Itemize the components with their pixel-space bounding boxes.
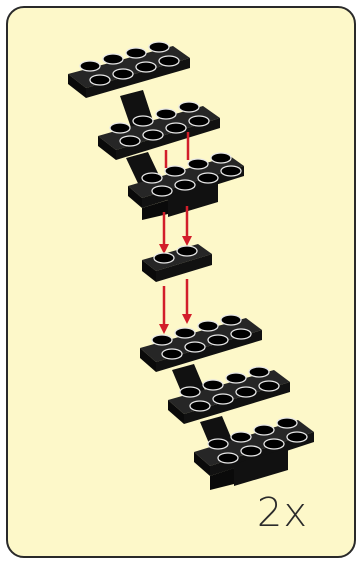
upper-subassembly — [68, 42, 244, 220]
brick-plate-1x2 — [142, 244, 212, 282]
lower-subassembly — [140, 315, 314, 490]
instruction-card: 2x — [6, 6, 356, 558]
build-step-illustration — [8, 8, 358, 560]
quantity-label: 2x — [257, 490, 308, 536]
down-arrow-icon — [159, 279, 192, 334]
